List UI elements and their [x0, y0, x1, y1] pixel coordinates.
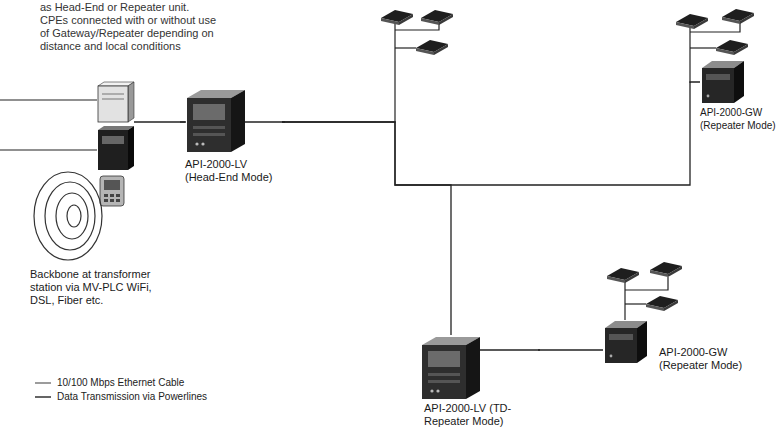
- device-label: API-2000-LV (Head-End Mode): [185, 158, 280, 184]
- backbone-cable: [0, 99, 97, 100]
- gateway-unit: API-2000-GW (Repeater Mode): [700, 58, 780, 134]
- gw-unit-icon: [605, 321, 647, 363]
- cpe-wire: [624, 281, 625, 320]
- handset-key: [116, 199, 120, 202]
- cpe-icon: [421, 10, 453, 25]
- gw-unit-icon: [702, 61, 744, 103]
- cpe-icon: [646, 296, 678, 311]
- switch-top: [98, 126, 134, 130]
- cpe-wire: [625, 303, 646, 304]
- modem-slot: [102, 94, 124, 95]
- backbone-node: Backbone at transformer station via MV-P…: [30, 82, 180, 309]
- lv-unit-icon: [187, 90, 245, 152]
- cpe-wire: [690, 47, 716, 48]
- switch-unit: [98, 126, 134, 170]
- legend-entry: Data Transmission via Powerlines: [34, 391, 207, 403]
- repeater-unit: API-2000-LV (TD-Repeater Mode): [420, 335, 538, 430]
- dish-ring: [56, 193, 88, 239]
- handset-body: [100, 176, 124, 206]
- powerline-connector: [282, 122, 451, 335]
- head-end-unit: API-2000-LV (Head-End Mode): [185, 88, 282, 186]
- cpe-icon: [381, 10, 413, 25]
- dish-ring: [45, 182, 95, 250]
- cpe-icon: [716, 40, 748, 55]
- backbone-cable: [0, 149, 97, 150]
- legend-entry: 10/100 Mbps Ethernet Cable: [34, 377, 184, 389]
- legend-line: [35, 396, 51, 397]
- cpe-icon: [722, 9, 754, 24]
- switch-front: [98, 130, 128, 170]
- powerline-connector: [538, 349, 603, 350]
- device-label: API-2000-LV (TD-Repeater Mode): [424, 402, 536, 428]
- cpe-wire: [395, 47, 416, 48]
- powerline-connector: [282, 82, 700, 185]
- handset-screen: [104, 180, 120, 190]
- modem-front: [98, 86, 128, 122]
- legend-text: 10/100 Mbps Ethernet Cable: [57, 377, 184, 389]
- modem-unit: [98, 82, 134, 122]
- cable-stub: [245, 121, 285, 122]
- cpe-icon: [607, 268, 639, 283]
- cpe-icon: [416, 40, 448, 55]
- cpe-icon: [676, 14, 708, 29]
- cpe-wire: [689, 27, 690, 83]
- legend-line: [35, 382, 51, 383]
- cpe-wiring: [395, 22, 740, 320]
- handset-key: [110, 199, 114, 202]
- device-label: Backbone at transformer station via MV-P…: [30, 268, 178, 307]
- handset-key: [104, 194, 108, 197]
- modem-side: [128, 82, 134, 122]
- device-label: API-2000-GW (Repeater Mode): [659, 346, 759, 372]
- legend-text: Data Transmission via Powerlines: [57, 391, 207, 403]
- connector-group: [180, 82, 700, 350]
- lv-unit-icon: [422, 337, 480, 399]
- dish-ring: [34, 172, 102, 260]
- cpe-wire: [394, 22, 395, 123]
- note-text: as Head-End or Repeater unit.: [40, 1, 189, 14]
- handset-key: [110, 194, 114, 197]
- dish-ring: [67, 205, 81, 227]
- device-label: API-2000-GW (Repeater Mode): [700, 106, 778, 132]
- switch-panel: [102, 136, 124, 144]
- legend-sample: [34, 392, 52, 402]
- satellite-dish: [34, 172, 102, 260]
- gateway-unit: API-2000-GW (Repeater Mode): [603, 318, 761, 374]
- handset-key: [116, 194, 120, 197]
- cpe-icon: [650, 262, 682, 277]
- powerline-connector: [180, 121, 185, 122]
- modem-slot: [102, 99, 124, 100]
- note-text: CPEs connected with or without use of Ga…: [40, 14, 225, 53]
- cpe-wire: [395, 24, 439, 30]
- switch-side: [128, 126, 134, 170]
- legend-sample: [34, 378, 52, 388]
- cable-stub: [134, 121, 186, 122]
- handset-unit: [100, 176, 124, 206]
- handset-key: [104, 199, 108, 202]
- cable-stub: [480, 349, 540, 350]
